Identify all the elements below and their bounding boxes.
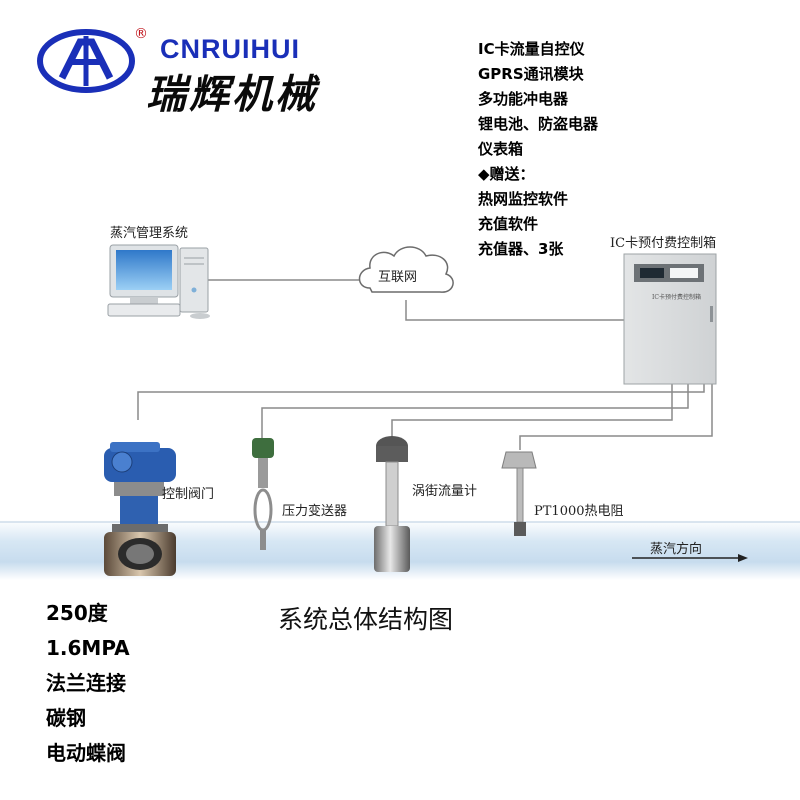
vortex-flowmeter-icon	[374, 436, 410, 572]
pt1000-label: PT1000热电阻	[534, 504, 624, 519]
wire-cloud-box	[405, 300, 626, 321]
wire-pressure	[261, 384, 689, 440]
control-valve-icon	[104, 442, 176, 576]
pressure-transmitter-label: 压力变送器	[282, 504, 348, 519]
computer-icon	[107, 244, 210, 319]
pt1000-sensor-icon	[501, 451, 537, 536]
brand-name-en: CNRUIHUI	[160, 34, 300, 64]
feature-item: GPRS通讯模块	[478, 65, 584, 83]
spec-item: 1.6MPA	[46, 636, 130, 660]
spec-item: 碳钢	[46, 706, 86, 730]
cloud-icon	[358, 246, 454, 293]
spec-item: 250度	[46, 601, 108, 625]
feature-item: 充值器、3张	[478, 240, 564, 258]
control-box-label: IC卡预付费控制箱	[610, 236, 717, 251]
pressure-transmitter-icon	[252, 438, 274, 550]
flow-direction-label: 蒸汽方向	[650, 542, 703, 557]
spec-item: 法兰连接	[46, 671, 126, 695]
signal-wires	[137, 279, 713, 450]
diagram-title: 系统总体结构图	[278, 605, 454, 634]
computer-label: 蒸汽管理系统	[110, 226, 189, 241]
wire-valve	[137, 384, 705, 420]
feature-item: 多功能冲电器	[478, 90, 569, 108]
control-box-plate: IC卡预付费控制箱	[652, 294, 701, 301]
feature-item: 充值软件	[478, 215, 539, 233]
control-box	[623, 253, 717, 385]
cloud-label: 互联网	[378, 270, 418, 285]
feature-item: 仪表箱	[478, 140, 524, 158]
feature-item: IC卡流量自控仪	[478, 40, 585, 58]
wire-temperature	[519, 384, 713, 450]
flow-direction-arrow	[632, 554, 748, 562]
control-valve-label: 控制阀门	[162, 487, 215, 502]
feature-item: ◆赠送：	[478, 165, 535, 183]
brand-name-cn: 瑞辉机械	[146, 71, 318, 118]
feature-item: 锂电池、防盗电器	[478, 115, 599, 133]
vortex-flowmeter-label: 涡街流量计	[412, 484, 478, 499]
spec-item: 电动蝶阀	[46, 741, 126, 765]
feature-list: IC卡流量自控仪 GPRS通讯模块 多功能冲电器 锂电池、防盗电器 仪表箱 ◆赠…	[478, 37, 598, 262]
registered-mark: ®	[134, 26, 148, 42]
wire-flowmeter	[391, 384, 673, 440]
company-logo	[37, 29, 135, 93]
feature-item: 热网监控软件	[478, 190, 569, 208]
spec-list: 250度 1.6MPA 法兰连接 碳钢 电动蝶阀	[46, 596, 130, 771]
